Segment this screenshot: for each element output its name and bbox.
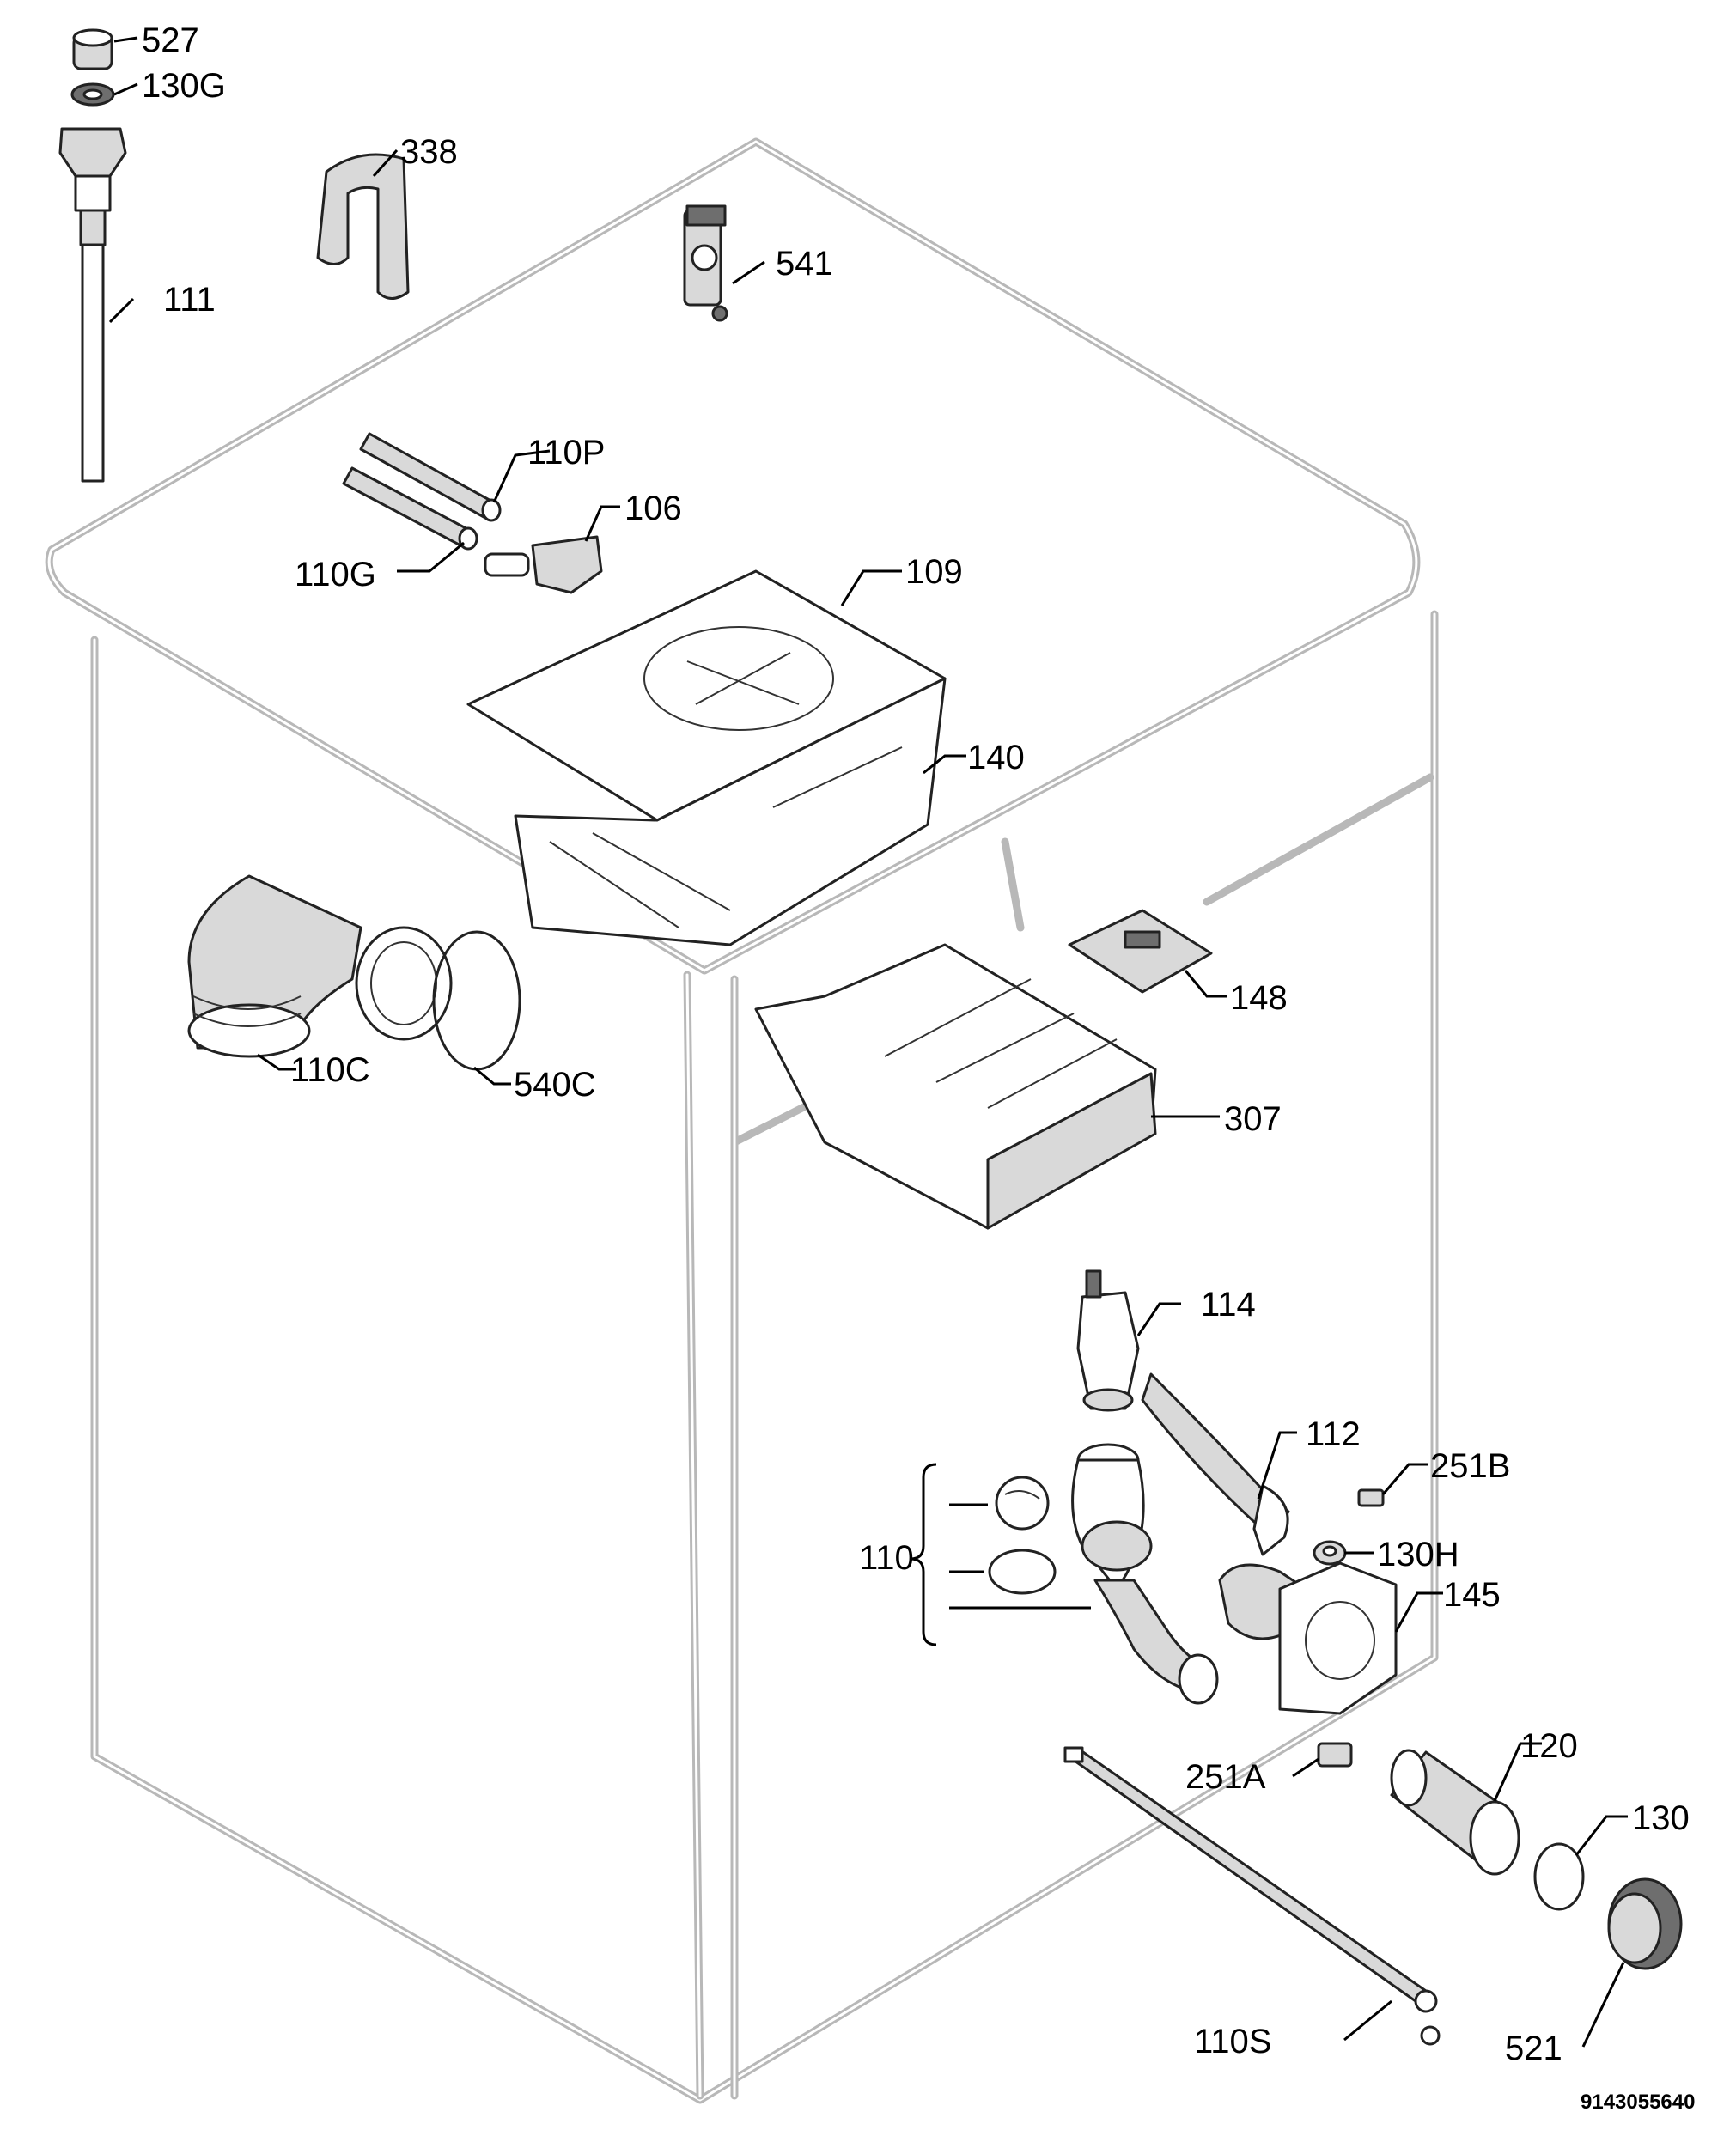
label-307: 307 [1224,1100,1282,1138]
part-110-sump [988,1443,1219,1705]
label-111: 111 [163,281,216,319]
document-number: 9143055640 [1581,2090,1695,2114]
label-148: 148 [1230,979,1288,1017]
label-527: 527 [142,21,199,59]
label-541: 541 [776,245,833,283]
label-112: 112 [1306,1415,1361,1453]
part-251b-clip [1357,1488,1385,1507]
label-338: 338 [400,133,458,171]
part-541-bracket [683,204,728,322]
label-110s: 110S [1194,2023,1271,2060]
label-109: 109 [905,553,963,591]
part-521-cap [1607,1877,1683,1970]
part-307-drawer [754,943,1157,1230]
label-140: 140 [967,739,1025,776]
label-114: 114 [1201,1286,1256,1324]
part-120-filter [1390,1749,1520,1876]
part-110c-bellows [187,874,453,1058]
leader-lines [108,36,1628,2048]
part-130h-grommet [1313,1540,1347,1566]
part-251a-clip [1317,1742,1353,1768]
part-111-inlet-hose [58,127,127,483]
part-106-valve [484,535,603,594]
label-110p: 110P [527,434,605,472]
label-110g: 110G [295,556,376,593]
part-145-pump-housing [1218,1561,1398,1715]
part-labels: 527 130G 338 541 111 110P 106 110G 109 1… [142,21,1695,2114]
part-130-seal [1533,1842,1585,1911]
label-145: 145 [1443,1576,1501,1614]
part-110s-rod [1063,1746,1441,2046]
label-120: 120 [1520,1727,1578,1765]
cabinet-outline [45,137,1439,2104]
label-110: 110 [859,1539,914,1577]
label-540c: 540C [514,1066,596,1104]
label-130g: 130G [142,67,226,105]
label-251b: 251B [1430,1447,1510,1485]
part-112-hose [1141,1372,1290,1556]
part-130g-washer [70,82,115,106]
label-106: 106 [624,490,682,527]
label-251a: 251A [1185,1758,1266,1796]
part-114-air-chamber [1076,1269,1140,1412]
label-130: 130 [1632,1799,1690,1837]
label-110c: 110C [290,1051,370,1089]
part-338-hose-hook [316,153,410,300]
label-130h: 130H [1377,1536,1459,1573]
part-110p-110g-tubes [342,432,502,551]
label-521: 521 [1505,2030,1562,2067]
part-527-connector [72,28,113,70]
part-148-cover [1068,909,1213,994]
part-140-dispenser-body [514,677,947,946]
